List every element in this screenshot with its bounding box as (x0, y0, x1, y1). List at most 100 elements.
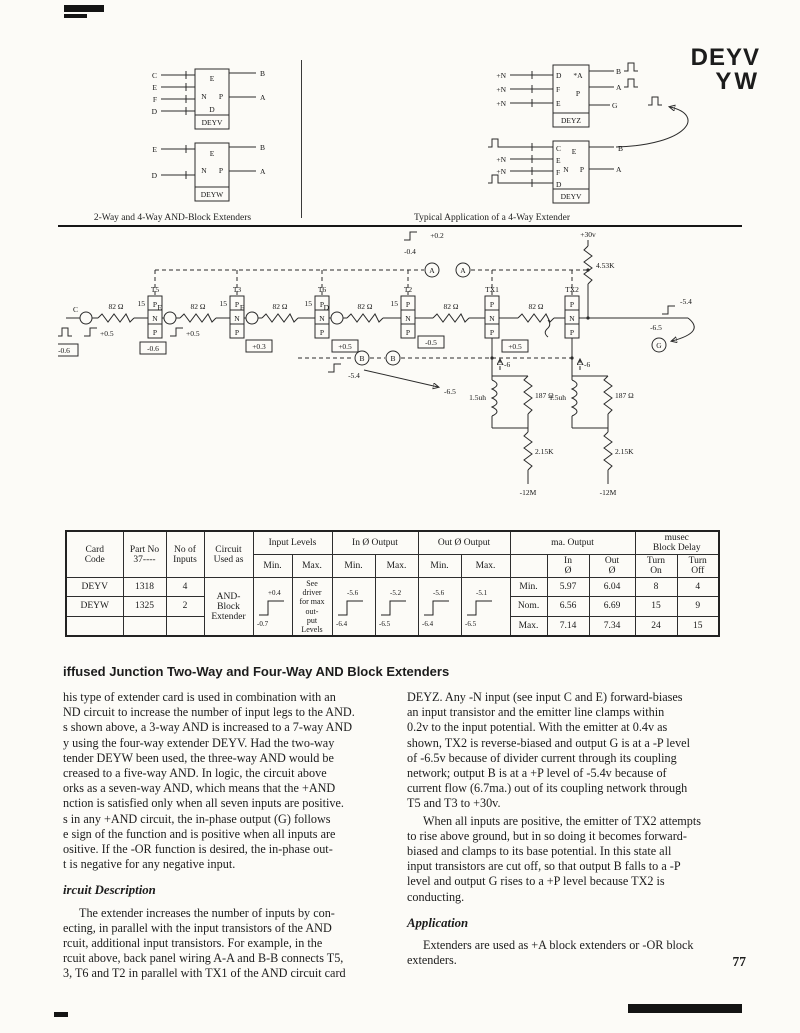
cell-in-min-waveform: -5.6 -6.4 (331, 577, 376, 637)
cell-input-max-note: See driver for max out- put Levels (291, 577, 333, 637)
resistor-value: 82 Ω (109, 302, 124, 311)
input-label: +N (496, 99, 506, 108)
header-min: Min. (252, 554, 293, 578)
subsection-heading: ircuit Description (63, 883, 156, 898)
cell-stat-off: 4 (676, 576, 720, 598)
level-label: -5.4 (680, 297, 692, 306)
cell-stat-in: 7.14 (546, 615, 590, 637)
input-pin: D (324, 303, 330, 312)
input-pin: C (73, 305, 78, 314)
header-out-output: Out Ø Output (417, 530, 511, 555)
pulse-waveform-icon (487, 174, 503, 184)
squiggle-mark (544, 319, 551, 338)
cell-stat-off: 15 (676, 615, 720, 637)
input-label: +N (496, 167, 506, 176)
level-label: -6.5 (444, 387, 456, 396)
resistor-value: 82 Ω (358, 302, 373, 311)
header-card-code: Card Code (65, 530, 124, 578)
logic-diagrams: P N P DEYV E N P D C (152, 62, 689, 204)
waveform-hi: -5.6 (433, 589, 445, 597)
pin-number: 15 (220, 299, 228, 308)
waveform-glyph: -5.2 -6.5 (379, 589, 406, 628)
cell-stat-label: Nom. (509, 596, 548, 617)
block-name: DEYV (202, 118, 223, 127)
paragraph: his type of extender card is used in com… (63, 690, 355, 872)
core-letter: N (201, 92, 207, 101)
header-turn-off: Turn Off (676, 554, 720, 578)
output-pin: B (260, 69, 265, 78)
transistor-label: TX2 (565, 285, 579, 294)
pin-letter: D (556, 71, 562, 80)
clamp-level-boxed: -0.6 (147, 344, 159, 353)
deyz-symbol: DEYZ *A P D F E +N +N +N B A G (496, 62, 689, 148)
cell-stat-out: 7.34 (588, 615, 636, 637)
waveform-lo: -6.5 (465, 620, 477, 628)
waveform-hi: +0.4 (268, 589, 281, 597)
empty-cell (165, 615, 205, 637)
transistor-label: T3 (233, 285, 242, 294)
transistor-label: T2 (404, 285, 413, 294)
resistor-icon (261, 313, 299, 323)
clamp-level-boxed: -0.5 (425, 338, 437, 347)
header-max: Max. (291, 554, 333, 578)
header-max: Max. (460, 554, 511, 578)
clamp-level-boxed: +0.5 (338, 342, 352, 351)
supply-voltage: -12M (520, 488, 537, 497)
backpanel-node: B (390, 354, 395, 363)
cell-part: 1318 (122, 576, 167, 598)
emitter-bus: B B -5.4 -6.5 (298, 350, 574, 396)
input-label: +N (496, 85, 506, 94)
circuit-schematic: +0.2 -0.4 A A +30v 4.53K (58, 230, 695, 497)
resistor-icon (603, 375, 613, 415)
backpanel-node: A (460, 266, 466, 275)
right-diagram-caption: Typical Application of a 4-Way Extender (413, 213, 571, 223)
clamp-waveform-icon (169, 327, 184, 337)
transistor-tx1 (484, 295, 500, 339)
input-chain: -0.6 C 82 Ω T5 15 E 82 Ω T3 15 F (58, 285, 580, 357)
table-row: DEYW 1325 2 Nom. 6.56 6.69 15 9 (65, 596, 720, 617)
core-letter: P (576, 89, 580, 98)
scan-mark (628, 1004, 742, 1013)
scan-mark (54, 1012, 68, 1017)
output-pin: A (260, 167, 266, 176)
clamp-waveform-icon (83, 327, 98, 337)
cell-stat-out: 6.04 (588, 576, 636, 598)
waveform-lo: -6.5 (379, 620, 391, 628)
resistor-icon (179, 313, 217, 323)
resistor-value: 82 Ω (444, 302, 459, 311)
resistor-icon (523, 375, 533, 415)
clamp-waveform-icon (661, 305, 676, 315)
block-name: DEYW (201, 190, 224, 199)
transistor-label: T6 (318, 285, 327, 294)
output-pin: A (260, 93, 266, 102)
feedback-connector (615, 107, 689, 148)
input-pin: D (152, 107, 158, 116)
resistor-value: 2.15K (535, 447, 554, 456)
pin-letter: E (556, 99, 561, 108)
transistor-t2 (400, 295, 416, 339)
resistor-icon (603, 431, 613, 471)
core-letter: P (219, 92, 223, 101)
level-label: -6.5 (650, 323, 662, 332)
output-pin: B (616, 67, 621, 76)
article-column-left: his type of extender card is used in com… (63, 690, 401, 984)
supply-voltage: -12M (600, 488, 617, 497)
empty-cell (122, 615, 167, 637)
header-in-output: In Ø Output (331, 530, 419, 555)
waveform-hi: -5.1 (476, 589, 488, 597)
input-label: +N (496, 155, 506, 164)
block-name: DEYV (561, 192, 582, 201)
header-min: Min. (331, 554, 376, 578)
core-letter: E (210, 74, 215, 83)
section-heading: iffused Junction Two-Way and Four-Way AN… (63, 664, 450, 679)
empty-cell (65, 615, 124, 637)
cell-stat-off: 9 (676, 596, 720, 617)
output-pin: B (618, 144, 623, 153)
input-pin: E (152, 83, 157, 92)
paragraph: Extenders are used as +A block extenders… (407, 938, 694, 968)
input-pin: F (153, 95, 157, 104)
clamp-level: +0.2 (430, 231, 444, 240)
supply-voltage: +30v (580, 230, 596, 239)
pin-number: 15 (391, 299, 399, 308)
clamp-level: +0.5 (100, 329, 114, 338)
